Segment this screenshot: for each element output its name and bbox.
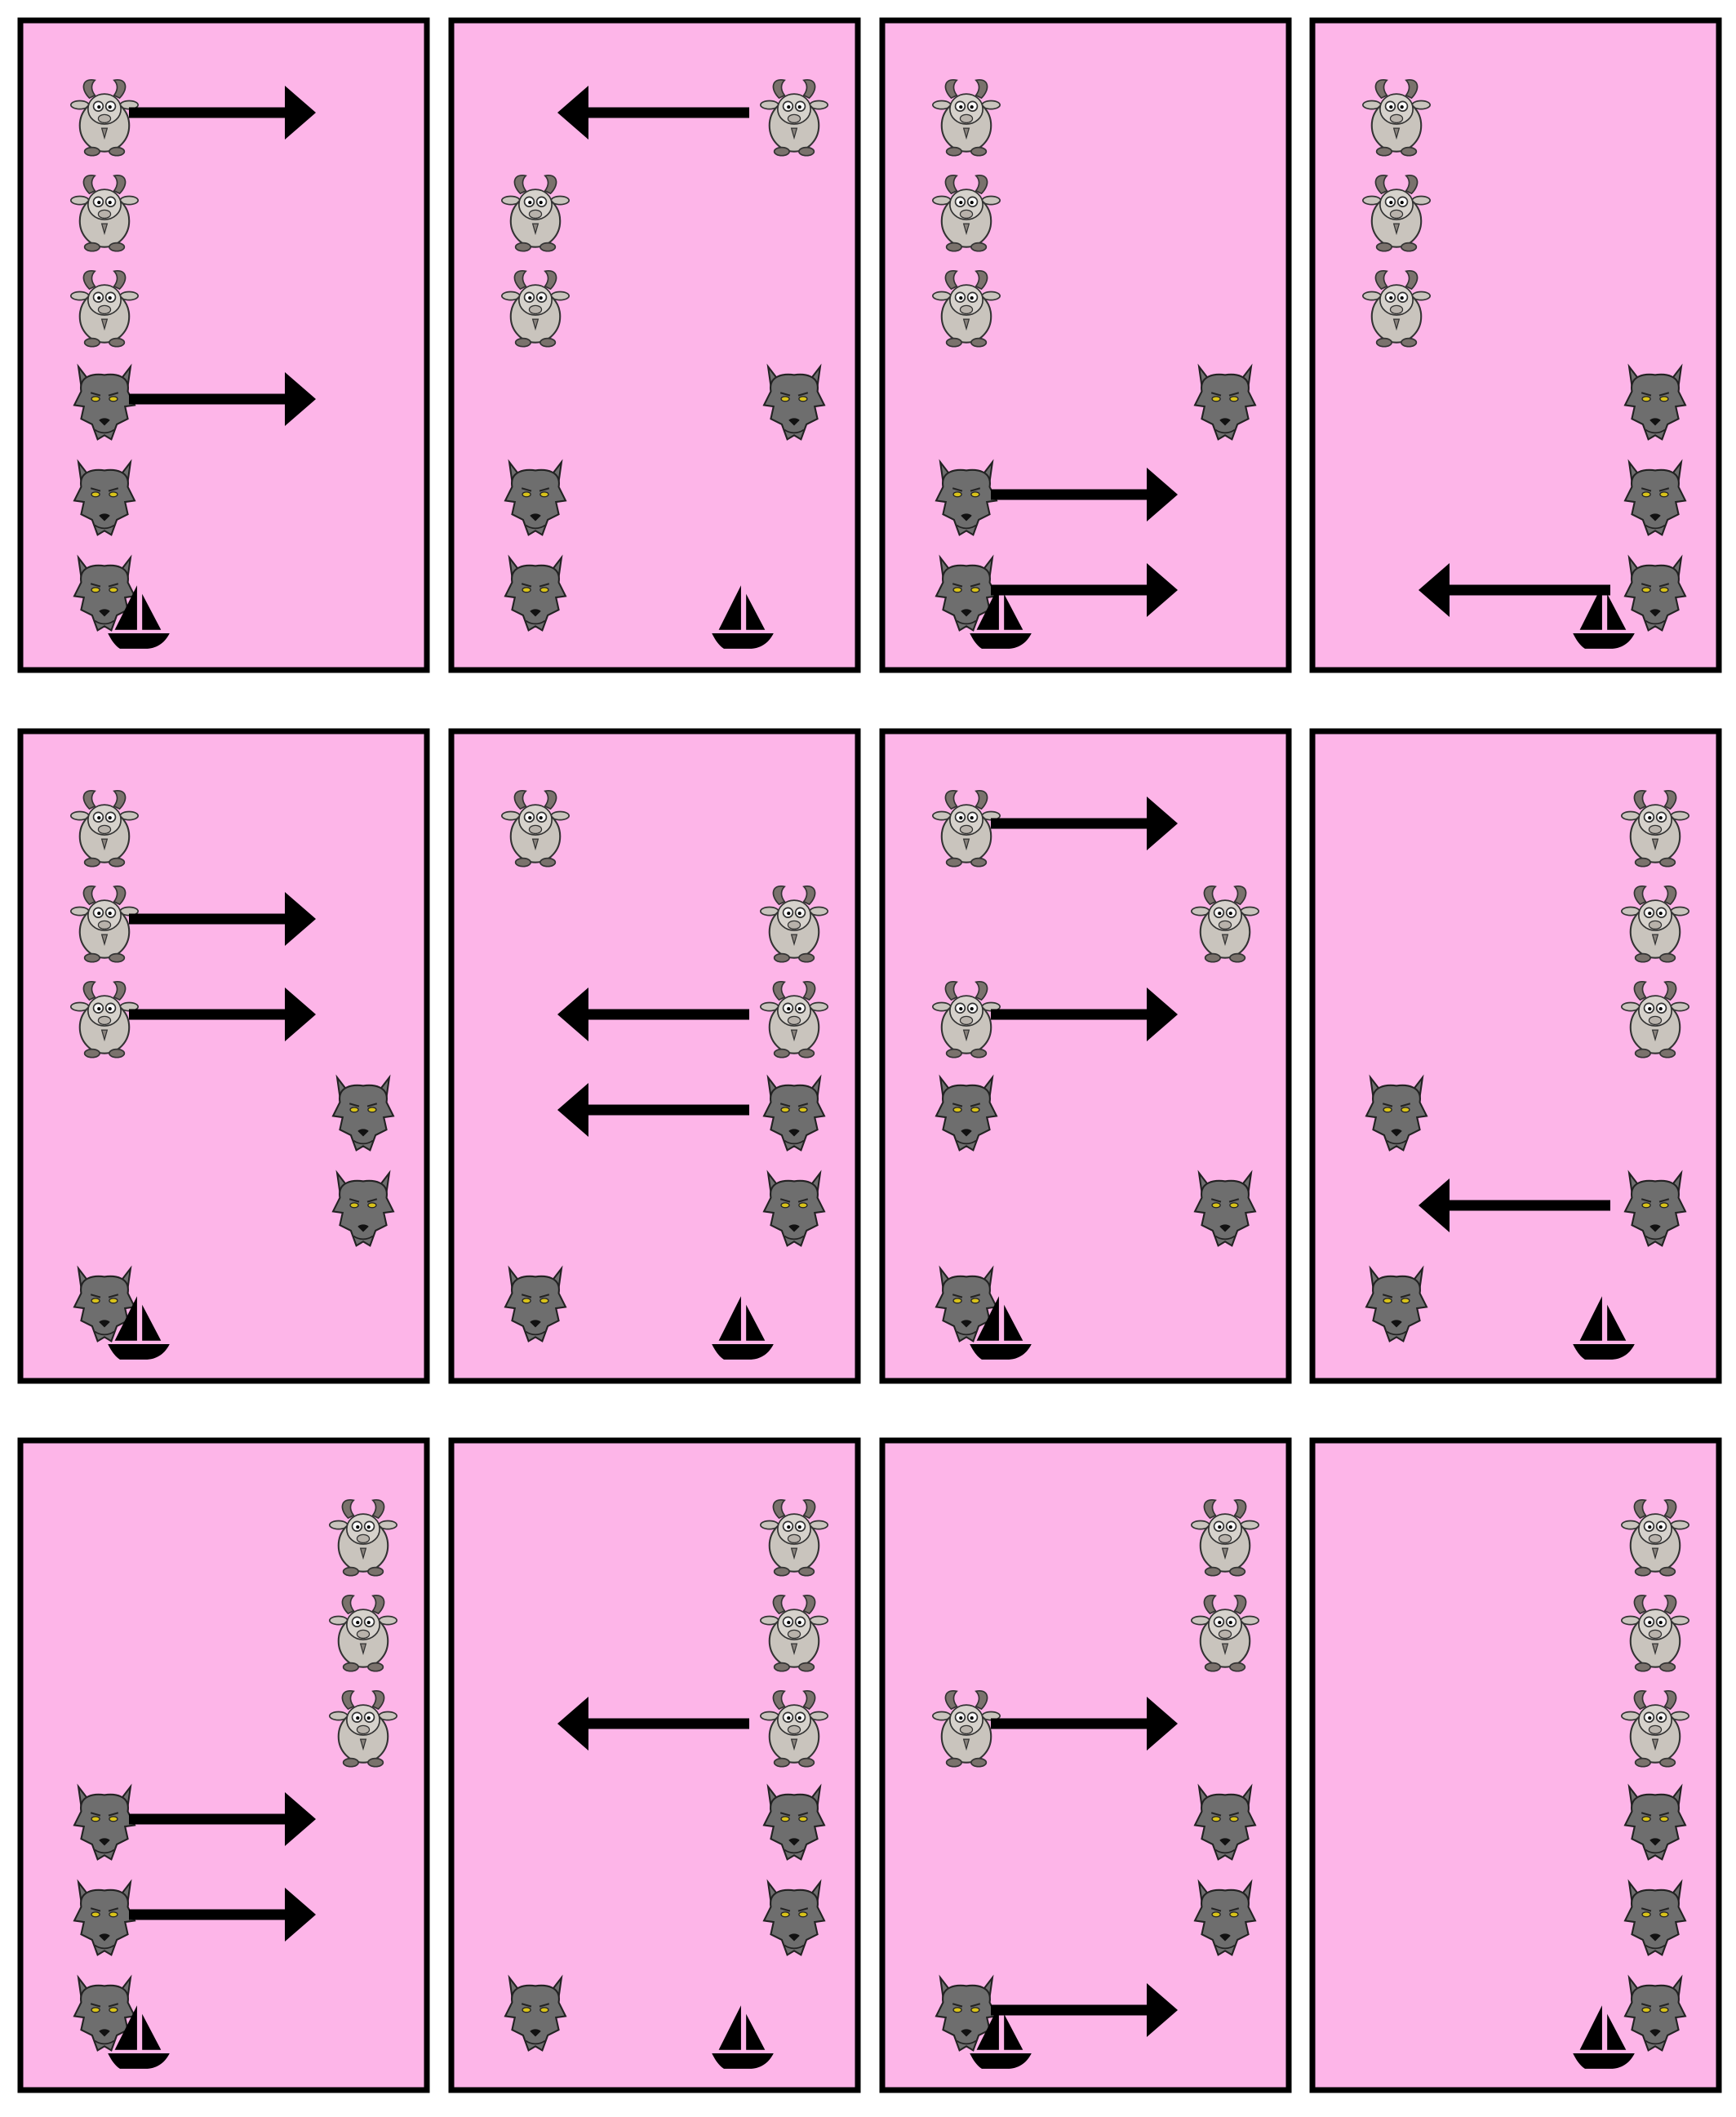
step-panel [448, 1437, 861, 2093]
arrow-left-icon [557, 1083, 749, 1137]
arrow-left-icon [1419, 563, 1610, 617]
arrow-right-icon [129, 1888, 316, 1942]
arrow-right-icon [991, 1697, 1178, 1751]
arrow-right-icon [129, 86, 316, 140]
arrow-right-icon [991, 468, 1178, 521]
arrow-right-icon [991, 797, 1178, 850]
step-panel [448, 17, 861, 673]
arrow-left-icon [557, 987, 749, 1041]
arrow-right-icon [129, 1792, 316, 1846]
step-panel [448, 728, 861, 1384]
step-panel [879, 1437, 1292, 2093]
arrow-right-icon [129, 372, 316, 426]
arrow-right-icon [129, 892, 316, 946]
step-panel [1309, 17, 1722, 673]
step-panel [17, 1437, 430, 2093]
step-panel [1309, 1437, 1722, 2093]
arrow-left-icon [557, 86, 749, 140]
arrow-right-icon [991, 563, 1178, 617]
arrow-left-icon [557, 1697, 749, 1751]
step-panel [1309, 728, 1722, 1384]
arrow-left-icon [1419, 1178, 1610, 1232]
arrow-right-icon [991, 987, 1178, 1041]
step-panel [879, 728, 1292, 1384]
arrow-right-icon [129, 987, 316, 1041]
arrow-right-icon [991, 1983, 1178, 2037]
step-panel [879, 17, 1292, 673]
step-panel [17, 728, 430, 1384]
step-panel [17, 17, 430, 673]
